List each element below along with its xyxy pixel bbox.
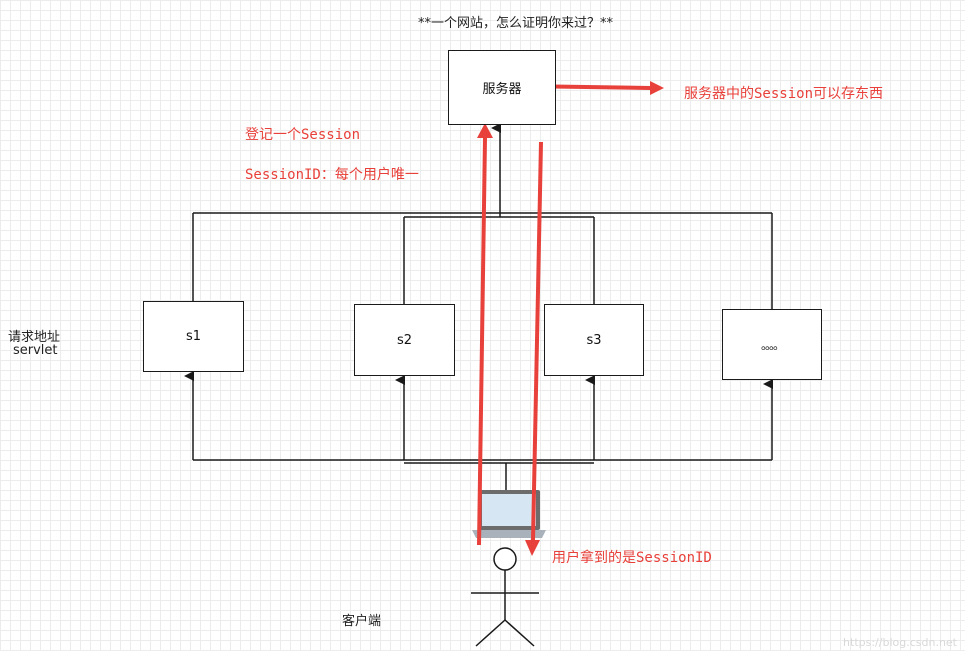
server-box: 服务器 xyxy=(448,50,556,125)
servlet-label: s1 xyxy=(185,329,202,344)
servlet-label: 。。。。 xyxy=(760,338,785,352)
session-id-note: SessionID：每个用户唯一 xyxy=(245,167,419,183)
client-bus xyxy=(184,371,773,492)
servlet-box-more: 。。。。 xyxy=(722,309,822,380)
request-address-label: 请求地址 xyxy=(8,330,61,345)
laptop-icon xyxy=(472,490,546,538)
servlet-label: s3 xyxy=(586,332,602,348)
servlet-label: s2 xyxy=(396,332,413,348)
servlet-box-s1: s1 xyxy=(143,301,244,372)
client-person-icon xyxy=(471,547,539,647)
register-session-note: 登记一个Session xyxy=(245,127,361,143)
server-session-note: 服务器中的Session可以存东西 xyxy=(684,86,884,102)
user-gets-session-id-note: 用户拿到的是SessionID xyxy=(552,550,712,566)
servlet-box-s3: s3 xyxy=(544,304,644,376)
register-flow-arrow xyxy=(477,123,493,545)
session-flows xyxy=(477,81,664,556)
client-label: 客户端 xyxy=(342,614,382,629)
server-label: 服务器 xyxy=(482,82,522,97)
watermark: https://blog.csdn.net xyxy=(843,636,957,649)
servlet-caption: servlet xyxy=(13,343,58,358)
diagram-title: **一个网站，怎么证明你来过？** xyxy=(418,16,614,31)
session-id-return-arrow xyxy=(525,142,543,556)
servlet-box-s2: s2 xyxy=(354,304,455,376)
server-store-arrow xyxy=(519,81,664,95)
